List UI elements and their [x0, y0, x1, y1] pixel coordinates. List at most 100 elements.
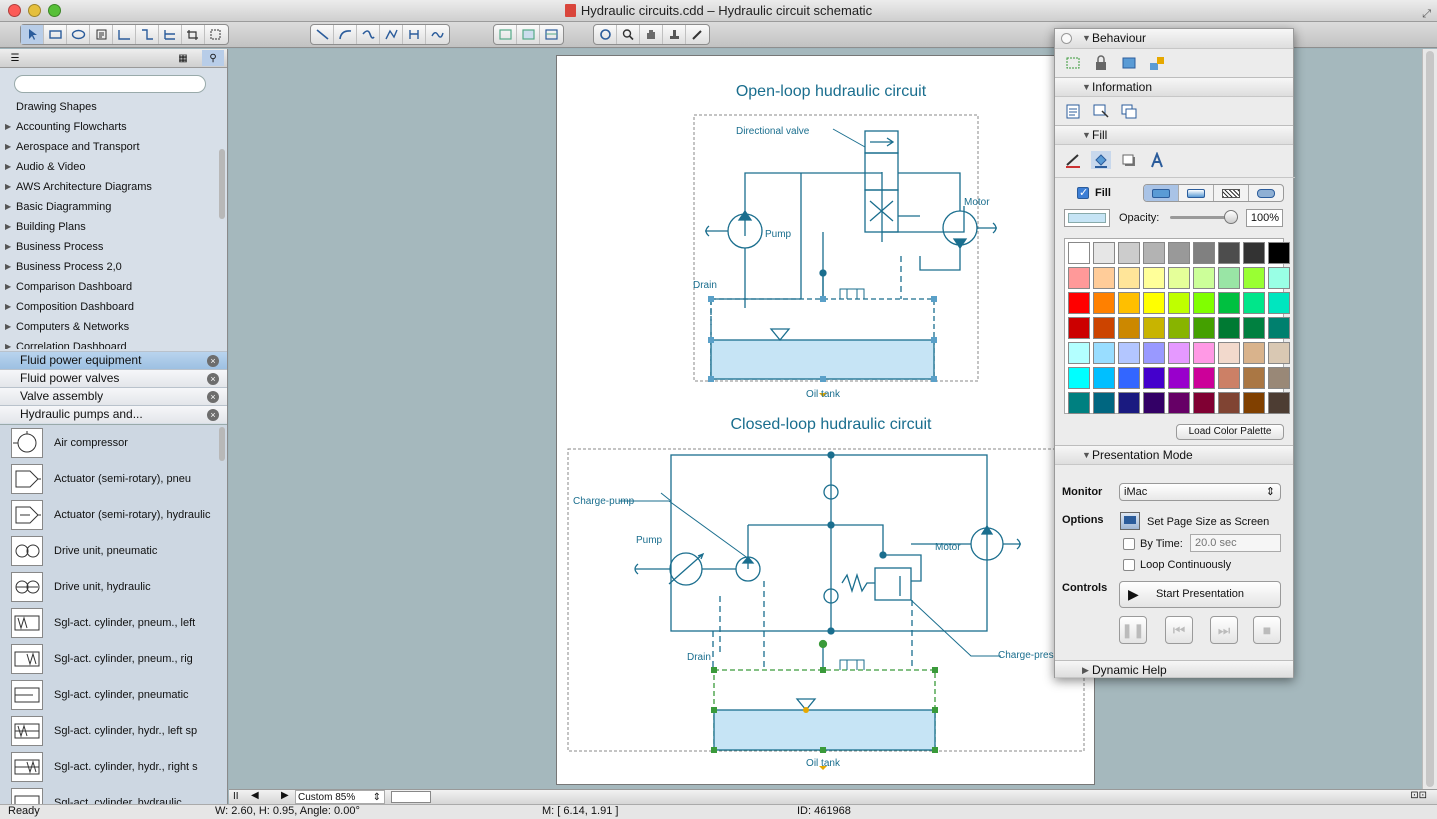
library-category-item[interactable]: ▶Computers & Networks	[0, 317, 218, 337]
color-swatch[interactable]	[1093, 267, 1115, 289]
shape-item[interactable]: Sgl-act. cylinder, pneumatic	[0, 677, 227, 713]
color-swatch[interactable]	[1118, 267, 1140, 289]
fill-color-well[interactable]	[1064, 209, 1110, 227]
shape-item[interactable]: Sgl-act. cylinder, pneum., rig	[0, 641, 227, 677]
monitor-select[interactable]: iMac⇕	[1119, 483, 1281, 501]
library-category-item[interactable]: ▶Business Process	[0, 237, 218, 257]
open-library-item[interactable]: Hydraulic pumps and...×	[0, 405, 227, 423]
color-swatch[interactable]	[1093, 392, 1115, 414]
color-swatch[interactable]	[1243, 367, 1265, 389]
by-time-input[interactable]	[1190, 534, 1281, 552]
color-swatch[interactable]	[1118, 317, 1140, 339]
color-swatch[interactable]	[1218, 317, 1240, 339]
color-swatch[interactable]	[1143, 242, 1165, 264]
close-library-icon[interactable]: ×	[207, 391, 219, 403]
library-category-item[interactable]: ▶AWS Architecture Diagrams	[0, 177, 218, 197]
shape-scrollbar[interactable]	[219, 427, 225, 461]
diagram-page[interactable]: Open-loop hudraulic circuit Closed-loop …	[556, 55, 1095, 785]
protection-icon[interactable]	[1119, 54, 1139, 72]
information-section-header[interactable]: ▼Information	[1055, 77, 1293, 97]
previous-page-icon[interactable]: ◀	[251, 790, 259, 801]
panel-close-icon[interactable]	[1061, 33, 1072, 44]
pause-icon[interactable]: II	[233, 791, 239, 802]
color-swatch[interactable]	[1118, 292, 1140, 314]
color-swatch[interactable]	[1243, 317, 1265, 339]
color-swatch[interactable]	[1168, 317, 1190, 339]
library-category-item[interactable]: ▶Comparison Dashboard	[0, 277, 218, 297]
color-swatch[interactable]	[1168, 267, 1190, 289]
color-swatch[interactable]	[1268, 292, 1290, 314]
zoom-window-button[interactable]	[48, 4, 61, 17]
color-swatch[interactable]	[1093, 242, 1115, 264]
color-swatch[interactable]	[1143, 367, 1165, 389]
close-library-icon[interactable]: ×	[207, 355, 219, 367]
color-swatch[interactable]	[1068, 242, 1090, 264]
color-swatch[interactable]	[1193, 292, 1215, 314]
color-swatch[interactable]	[1168, 342, 1190, 364]
behaviour-section-header[interactable]: ▼Behaviour	[1055, 29, 1293, 49]
color-swatch[interactable]	[1218, 367, 1240, 389]
bezier-tool-icon[interactable]	[403, 25, 426, 44]
color-swatch[interactable]	[1268, 342, 1290, 364]
color-swatch[interactable]	[1143, 342, 1165, 364]
close-library-icon[interactable]: ×	[207, 409, 219, 421]
color-swatch[interactable]	[1093, 367, 1115, 389]
text-style-icon[interactable]	[1147, 151, 1167, 169]
shape-item[interactable]: Actuator (semi-rotary), pneu	[0, 461, 227, 497]
color-swatch[interactable]	[1168, 292, 1190, 314]
color-swatch[interactable]	[1268, 242, 1290, 264]
next-page-icon[interactable]: ▶	[281, 790, 289, 801]
color-swatch[interactable]	[1243, 267, 1265, 289]
color-swatch[interactable]	[1218, 342, 1240, 364]
eyedropper-icon[interactable]	[686, 25, 709, 44]
by-time-checkbox[interactable]	[1123, 538, 1135, 550]
opacity-slider-knob[interactable]	[1224, 210, 1238, 224]
arc-tool-icon[interactable]	[334, 25, 357, 44]
stop-presentation-button[interactable]: ■	[1253, 616, 1281, 644]
texture-fill-icon[interactable]	[1248, 185, 1283, 201]
next-slide-button[interactable]: ⏭	[1210, 616, 1238, 644]
color-swatch[interactable]	[1093, 317, 1115, 339]
color-swatch[interactable]	[1243, 292, 1265, 314]
hyperlink-icon[interactable]	[1091, 102, 1111, 120]
line-tool-icon[interactable]	[311, 25, 334, 44]
library-category-item[interactable]: ▶Building Plans	[0, 217, 218, 237]
start-presentation-button[interactable]: ▶ Start Presentation	[1119, 581, 1281, 608]
zoom-select[interactable]: Custom 85%⇕	[295, 790, 385, 804]
color-swatch[interactable]	[1168, 392, 1190, 414]
rectangle-tool-icon[interactable]	[44, 25, 67, 44]
snap-guides-icon[interactable]	[540, 25, 563, 44]
lock-icon[interactable]	[1091, 54, 1111, 72]
shadow-icon[interactable]	[1119, 151, 1139, 169]
color-swatch[interactable]	[1143, 392, 1165, 414]
shape-item[interactable]: Air compressor	[0, 425, 227, 461]
group-behaviour-icon[interactable]	[1147, 54, 1167, 72]
fill-bucket-icon[interactable]	[1091, 151, 1111, 169]
library-category-item[interactable]: ▶Accounting Flowcharts	[0, 117, 218, 137]
color-swatch[interactable]	[1068, 392, 1090, 414]
color-swatch[interactable]	[1193, 267, 1215, 289]
solid-fill-icon[interactable]	[1144, 185, 1178, 201]
shape-item[interactable]: Sgl-act. cylinder, hydr., right s	[0, 749, 227, 785]
color-swatch[interactable]	[1193, 317, 1215, 339]
color-swatch[interactable]	[1118, 392, 1140, 414]
color-swatch[interactable]	[1193, 342, 1215, 364]
color-swatch[interactable]	[1218, 392, 1240, 414]
shape-item[interactable]: Sgl-act. cylinder, hydraulic	[0, 785, 227, 804]
ellipse-tool-icon[interactable]	[67, 25, 90, 44]
shape-item[interactable]: Drive unit, pneumatic	[0, 533, 227, 569]
color-swatch[interactable]	[1268, 367, 1290, 389]
text-tool-icon[interactable]	[90, 25, 113, 44]
shape-item[interactable]: Drive unit, hydraulic	[0, 569, 227, 605]
resize-behaviour-icon[interactable]	[1063, 54, 1083, 72]
color-swatch[interactable]	[1093, 342, 1115, 364]
minimize-window-button[interactable]	[28, 4, 41, 17]
color-swatch[interactable]	[1093, 292, 1115, 314]
color-swatch[interactable]	[1243, 242, 1265, 264]
color-swatch[interactable]	[1243, 342, 1265, 364]
set-page-size-icon[interactable]	[1120, 512, 1140, 530]
grid-view-icon[interactable]: ▦	[172, 50, 194, 66]
library-category-item[interactable]: ▶Audio & Video	[0, 157, 218, 177]
dynamic-help-section-header[interactable]: ▶Dynamic Help	[1055, 660, 1293, 678]
close-window-button[interactable]	[8, 4, 21, 17]
